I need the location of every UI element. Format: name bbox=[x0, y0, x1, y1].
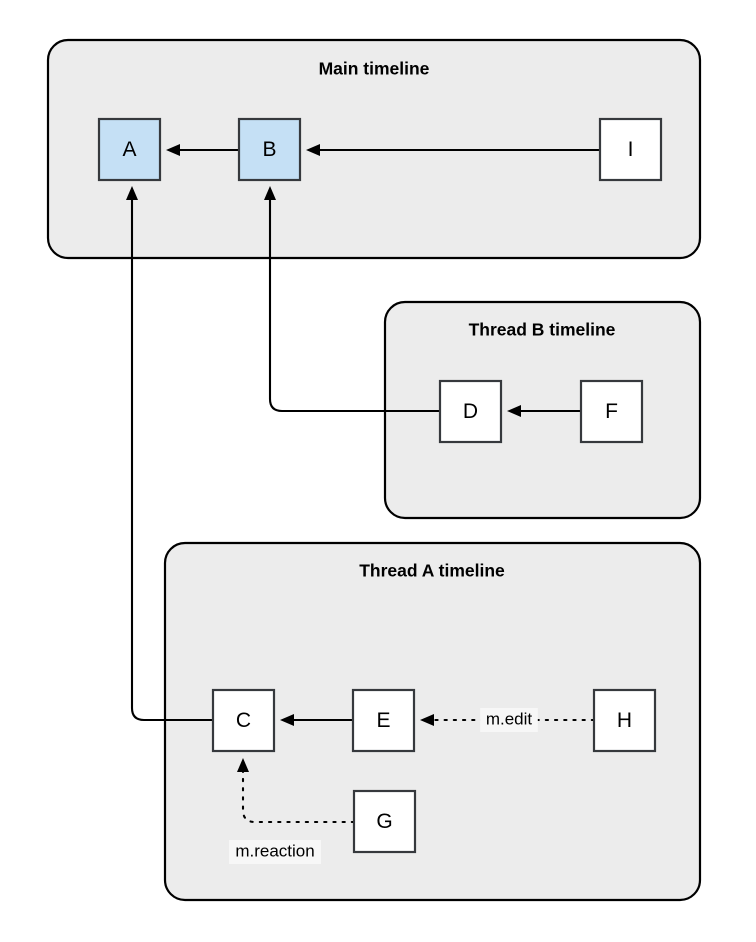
edge-label-background bbox=[480, 708, 538, 732]
arrowhead-icon bbox=[264, 186, 276, 200]
event-node-B[interactable]: B bbox=[237, 117, 302, 182]
arrowhead-icon bbox=[306, 144, 320, 156]
event-nodes-layer: A B I D F C E H G bbox=[97, 117, 663, 854]
edge-e-c bbox=[280, 714, 353, 726]
event-node-H[interactable]: H bbox=[592, 688, 657, 753]
event-node-box[interactable] bbox=[579, 379, 644, 444]
event-node-E[interactable]: E bbox=[351, 688, 416, 753]
edge-f-d bbox=[507, 405, 581, 417]
event-node-G[interactable]: G bbox=[352, 789, 417, 854]
edge-d-b bbox=[264, 186, 440, 413]
event-node-label: I bbox=[628, 138, 634, 161]
arrowhead-icon bbox=[420, 714, 434, 726]
event-node-box[interactable] bbox=[351, 688, 416, 753]
arrowhead-icon bbox=[280, 714, 294, 726]
event-node-label: D bbox=[463, 400, 478, 423]
edge-label-h-e: m.edit bbox=[480, 708, 538, 732]
edge-labels-layer: m.edit m.reaction bbox=[229, 708, 538, 864]
edge-i-b bbox=[306, 144, 600, 156]
event-node-label: A bbox=[122, 138, 136, 161]
event-node-A[interactable]: A bbox=[97, 117, 162, 182]
event-node-box[interactable] bbox=[438, 379, 503, 444]
event-node-I[interactable]: I bbox=[598, 117, 663, 182]
event-node-box[interactable] bbox=[97, 117, 162, 182]
edge-c-a bbox=[126, 186, 213, 722]
event-node-D[interactable]: D bbox=[438, 379, 503, 444]
event-node-box[interactable] bbox=[352, 789, 417, 854]
event-node-box[interactable] bbox=[237, 117, 302, 182]
event-node-label: G bbox=[376, 810, 392, 833]
event-node-C[interactable]: C bbox=[211, 688, 276, 753]
event-node-label: H bbox=[617, 709, 632, 732]
edge-label-g-c: m.reaction bbox=[229, 840, 321, 864]
arrowhead-icon bbox=[507, 405, 521, 417]
arrowhead-icon bbox=[166, 144, 180, 156]
edge-label-text: m.reaction bbox=[235, 841, 314, 860]
event-node-box[interactable] bbox=[598, 117, 663, 182]
event-node-box[interactable] bbox=[592, 688, 657, 753]
arrowhead-icon bbox=[237, 758, 249, 772]
edge-b-a bbox=[166, 144, 239, 156]
event-node-label: F bbox=[605, 400, 618, 423]
edge-label-text: m.edit bbox=[486, 709, 533, 728]
timeline-group-title: Main timeline bbox=[319, 59, 430, 79]
timeline-group-title: Thread B timeline bbox=[469, 320, 616, 340]
event-node-label: E bbox=[376, 709, 390, 732]
arrowhead-icon bbox=[126, 186, 138, 200]
edge-line bbox=[268, 190, 440, 413]
event-node-label: B bbox=[262, 138, 276, 161]
edge-label-background bbox=[229, 840, 321, 864]
event-node-box[interactable] bbox=[211, 688, 276, 753]
event-node-label: C bbox=[236, 709, 251, 732]
edge-line bbox=[130, 190, 213, 722]
edge-g-c bbox=[237, 758, 356, 824]
timeline-group-title: Thread A timeline bbox=[359, 561, 505, 581]
event-node-F[interactable]: F bbox=[579, 379, 644, 444]
